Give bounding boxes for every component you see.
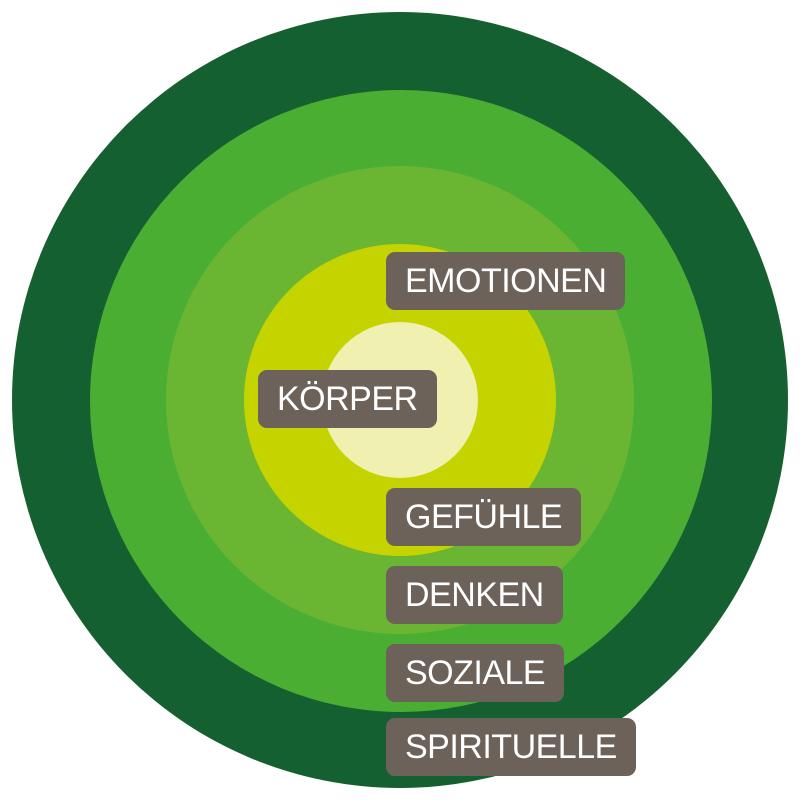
label-denken: DENKEN bbox=[386, 566, 563, 624]
label-emotionen: EMOTIONEN bbox=[386, 252, 626, 310]
label-spirituelle: SPIRITUELLE bbox=[386, 718, 636, 776]
label-koerper: KÖRPER bbox=[258, 370, 437, 428]
label-gefuehle: GEFÜHLE bbox=[386, 488, 582, 546]
label-soziale: SOZIALE bbox=[386, 644, 565, 702]
